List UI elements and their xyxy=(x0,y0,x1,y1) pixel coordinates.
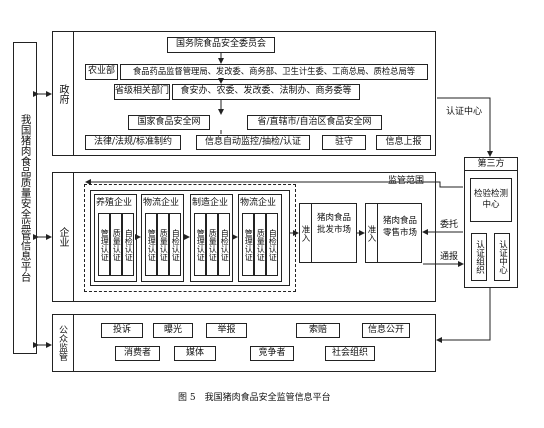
gov-row3-right-box: 食安办、农委、发改委、法制办、商务委等 xyxy=(172,84,360,100)
retail-label: 猪肉食品零售市场 xyxy=(382,216,417,239)
wholesale-label-cell: 猪肉食品批发市场 xyxy=(313,212,355,237)
gov-row3-left-label: 省级相关部门 xyxy=(115,86,170,97)
chain-group-logistics-1 xyxy=(141,194,184,282)
gov-row4-left-box: 国家食品安全网 xyxy=(128,115,210,130)
gov-row2-right-label: 食品药品监督管理局、发改委、商务部、卫生计生委、工商总局、质检总局等 xyxy=(132,66,416,77)
ent-label-cell: 企业 xyxy=(52,172,74,302)
edge-label-report: 通报 xyxy=(440,252,459,262)
cert-org-box: 认证组织 xyxy=(471,233,487,281)
chain4-quality-cert: 质量认证 xyxy=(254,213,266,276)
gov-row3-right-label: 食安办、农委、发改委、法制办、商务委等 xyxy=(180,86,352,97)
gov-report-label: 信息上报 xyxy=(385,136,422,147)
chain2-mgmt-cert: 管理认证 xyxy=(145,213,157,276)
chain1-self-cert: 自检认证 xyxy=(122,213,134,276)
gov-row4-right-label: 省/直辖市/自治区食品安全网 xyxy=(257,116,372,127)
gov-row2-right-box: 食品药品监督管理局、发改委、商务部、卫生计生委、工商总局、质检总局等 xyxy=(120,64,428,80)
entry1-label: 准入 xyxy=(300,224,310,242)
edge-label-entrust: 委托 xyxy=(440,220,459,230)
ent-label: 企业 xyxy=(57,227,68,247)
chain1-quality-cert: 质量认证 xyxy=(110,213,122,276)
ent-chain-inner-box xyxy=(90,190,290,286)
gov-row4-left-label: 国家食品安全网 xyxy=(137,116,201,127)
lab-label: 检验检测中心 xyxy=(473,188,508,210)
chain4-mgmt-cert: 管理认证 xyxy=(242,213,254,276)
lab-box: 检验检测中心 xyxy=(470,178,512,222)
pub-consumer-label: 消费者 xyxy=(123,347,151,358)
pub-claim-box: 索赔 xyxy=(296,323,340,338)
entry2-label: 准入 xyxy=(366,224,376,242)
pub-section xyxy=(52,314,436,372)
gov-label-cell: 政府 xyxy=(52,31,74,156)
platform-label: 我国猪肉食品质量安全监管信息平台 xyxy=(19,114,32,282)
pub-competitor-box: 竞争者 xyxy=(250,346,294,361)
gov-station-box: 驻守 xyxy=(322,135,366,150)
gov-law-label: 法律/法规/标准制约 xyxy=(93,136,173,147)
line-gov-to-third xyxy=(437,97,493,157)
chain3-quality-cert: 质量认证 xyxy=(206,213,218,276)
pub-complaint-label: 投诉 xyxy=(112,324,131,335)
chain-logistics1-label: 物流企业 xyxy=(143,198,180,208)
chain-manufacturing-label: 制造企业 xyxy=(192,198,229,208)
line-third-to-pub xyxy=(436,288,491,343)
retail-label-cell: 猪肉食品零售市场 xyxy=(379,215,421,240)
gov-top-box: 国务院食品安全委员会 xyxy=(167,37,275,53)
chain4-self-cert: 自检认证 xyxy=(266,213,278,276)
pub-claim-label: 索赔 xyxy=(308,324,327,335)
edge-label-scope: 监管范围 xyxy=(388,176,425,186)
pub-social-org-label: 社会组织 xyxy=(331,347,368,358)
gov-row2-left-label: 农业部 xyxy=(87,66,115,77)
ent-chain-outer-dashed xyxy=(84,184,296,292)
pub-report-label: 举报 xyxy=(217,324,236,335)
gov-station-label: 驻守 xyxy=(334,136,353,147)
gov-monitor-box: 信息自动监控/抽检/认证 xyxy=(196,135,310,150)
line-scope xyxy=(85,179,463,188)
gov-label: 政府 xyxy=(57,83,68,104)
pub-label-cell: 公众监管 xyxy=(52,314,74,372)
pub-media-box: 媒体 xyxy=(174,346,216,361)
gov-law-box: 法律/法规/标准制约 xyxy=(85,135,181,150)
chain-breeding-label: 养殖企业 xyxy=(96,198,133,208)
pub-label: 公众监管 xyxy=(57,325,67,361)
pub-competitor-label: 竞争者 xyxy=(258,347,286,358)
pub-disclosure-label: 信息公开 xyxy=(367,324,404,335)
wholesale-label: 猪肉食品批发市场 xyxy=(316,213,351,236)
gov-monitor-label: 信息自动监控/抽检/认证 xyxy=(204,136,302,147)
chain2-self-cert: 自检认证 xyxy=(169,213,181,276)
third-party-box xyxy=(464,157,518,288)
cert-center-box: 认证中心 xyxy=(494,233,510,281)
pub-complaint-box: 投诉 xyxy=(101,323,143,338)
pub-exposure-box: 曝光 xyxy=(153,323,193,338)
chain3-self-cert: 自检认证 xyxy=(218,213,230,276)
gov-row2-left-box: 农业部 xyxy=(85,64,118,80)
edge-label-cert-center: 认证中心 xyxy=(446,107,483,117)
pub-consumer-box: 消费者 xyxy=(115,346,160,361)
gov-report-box: 信息上报 xyxy=(376,135,431,150)
entry1-cell: 准入 xyxy=(299,203,312,263)
third-party-title: 第三方 xyxy=(477,159,505,169)
gov-row3-left-box: 省级相关部门 xyxy=(114,84,170,100)
chain1-mgmt-cert: 管理认证 xyxy=(98,213,110,276)
pub-disclosure-box: 信息公开 xyxy=(362,323,410,338)
chain3-mgmt-cert: 管理认证 xyxy=(194,213,206,276)
gov-top-label: 国务院食品安全委员会 xyxy=(175,39,266,50)
chain-logistics2-label: 物流企业 xyxy=(240,198,277,208)
gov-section xyxy=(52,31,436,156)
chain2-quality-cert: 质量认证 xyxy=(157,213,169,276)
pub-report-box: 举报 xyxy=(206,323,247,338)
gov-row4-right-box: 省/直辖市/自治区食品安全网 xyxy=(247,115,382,130)
third-party-title-cell: 第三方 xyxy=(464,157,518,171)
pub-media-label: 媒体 xyxy=(185,347,204,358)
pub-exposure-label: 曝光 xyxy=(163,324,182,335)
wholesale-market-box xyxy=(299,203,357,263)
pub-social-org-box: 社会组织 xyxy=(325,346,375,361)
chain-group-logistics-2 xyxy=(238,194,282,282)
entry2-cell: 准入 xyxy=(365,203,378,263)
ent-section xyxy=(52,172,436,302)
figure-caption: 图 5 我国猪肉食品安全监管信息平台 xyxy=(178,393,331,403)
retail-market-box xyxy=(365,203,422,263)
